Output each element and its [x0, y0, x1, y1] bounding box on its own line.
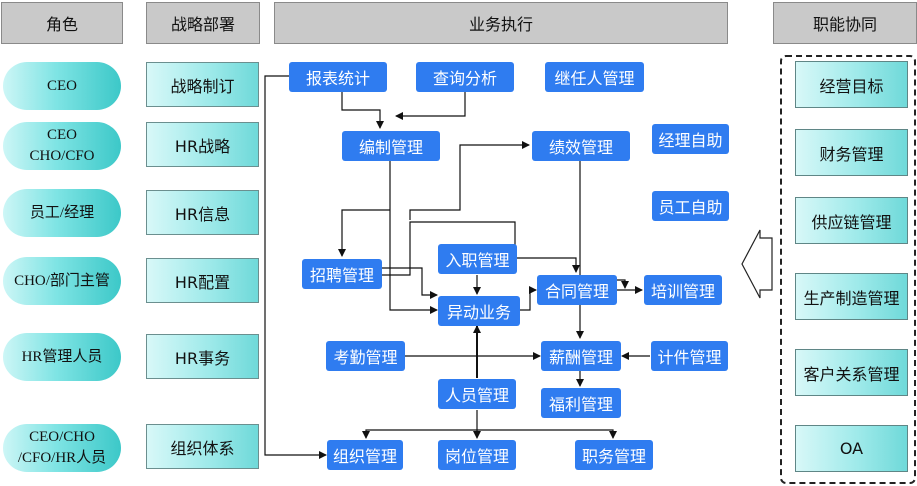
func-manufacturing: 生产制造管理: [795, 273, 908, 320]
node-staffing: 编制管理: [342, 131, 440, 161]
node-benefits: 福利管理: [541, 388, 621, 418]
func-finance: 财务管理: [795, 129, 908, 176]
node-manager-self-service: 经理自助: [652, 124, 729, 154]
node-organization: 组织管理: [327, 440, 403, 470]
node-piecework: 计件管理: [651, 341, 728, 371]
node-employee-self-service: 员工自助: [652, 191, 729, 221]
node-succession: 继任人管理: [545, 62, 644, 92]
deploy-hr-info: HR信息: [146, 190, 259, 235]
node-performance: 绩效管理: [532, 131, 630, 161]
node-job-title: 职务管理: [575, 440, 653, 470]
role-employee-manager: 员工/经理: [3, 189, 121, 237]
node-report-stats: 报表统计: [289, 62, 387, 92]
deploy-hr-strategy: HR战略: [146, 122, 259, 167]
node-transfer: 异动业务: [438, 296, 520, 326]
header-roles: 角色: [1, 2, 123, 44]
node-position: 岗位管理: [438, 440, 516, 470]
node-personnel: 人员管理: [438, 379, 516, 409]
deploy-hr-affairs: HR事务: [146, 334, 259, 379]
node-onboarding: 入职管理: [438, 244, 517, 274]
func-supply-chain: 供应链管理: [795, 197, 908, 244]
header-collaboration: 职能协同: [773, 2, 917, 44]
node-payroll: 薪酬管理: [541, 341, 621, 371]
role-ceo-cho-cfo: CEO CHO/CFO: [3, 122, 121, 170]
node-attendance: 考勤管理: [326, 341, 405, 371]
deploy-org-system: 组织体系: [146, 424, 259, 469]
deploy-hr-allocation: HR配置: [146, 258, 259, 303]
header-execution: 业务执行: [274, 2, 728, 44]
node-training: 培训管理: [644, 275, 722, 305]
func-business-goals: 经营目标: [795, 61, 908, 108]
header-deployment: 战略部署: [146, 2, 260, 44]
node-recruitment: 招聘管理: [302, 259, 382, 289]
func-crm: 客户关系管理: [795, 349, 908, 396]
role-cho-dept-head: CHO/部门主管: [3, 257, 121, 305]
node-query-analysis: 查询分析: [416, 62, 514, 92]
func-oa: OA: [795, 425, 908, 472]
collaboration-frame: [780, 55, 916, 484]
role-hr-staff: HR管理人员: [3, 333, 121, 381]
role-all-leadership: CEO/CHO /CFO/HR人员: [3, 424, 121, 472]
node-contract: 合同管理: [537, 275, 617, 305]
role-ceo: CEO: [3, 62, 121, 110]
deploy-strategy-making: 战略制订: [146, 62, 259, 107]
